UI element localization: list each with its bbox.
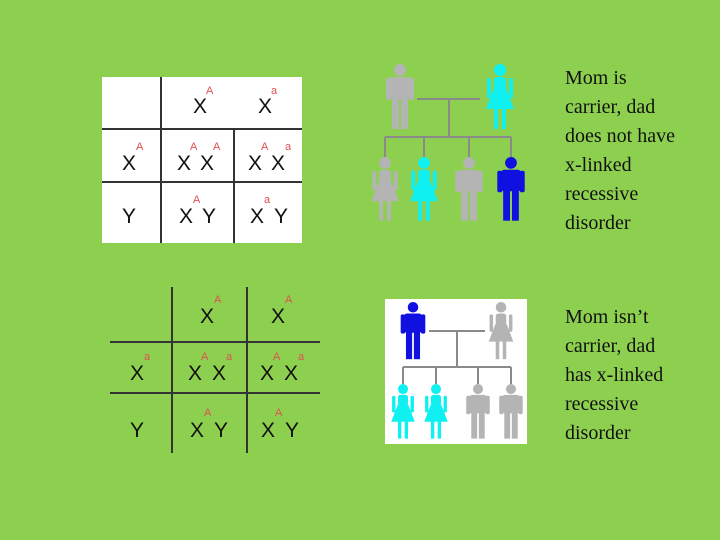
male-unaffected-icon <box>455 157 483 221</box>
cell-2-allele-1: A <box>261 141 269 153</box>
female-carrier-icon <box>486 64 514 129</box>
header-dad-allele: A <box>136 141 144 153</box>
header-top-allele2: A <box>285 294 293 306</box>
male-unaffected-icon <box>466 384 490 439</box>
cell-1-base-1: X <box>188 362 203 385</box>
grid-line <box>160 77 162 243</box>
cell-1-base-2: X <box>200 152 215 175</box>
cell-1-allele-1: A <box>190 141 198 153</box>
pedigree-top <box>365 60 535 230</box>
grid-line <box>110 341 320 343</box>
header-top-x2: X <box>271 305 286 328</box>
punnett-square-bottom: X A X A X a Y X A X a X A X a X A Y X A … <box>110 287 320 453</box>
header-top-allele1: A <box>214 294 222 306</box>
male-unaffected-icon <box>386 64 414 129</box>
caption-top-line: recessive <box>565 183 639 205</box>
caption-top-line: disorder <box>565 212 631 234</box>
grid-line <box>102 128 302 130</box>
male-affected-icon <box>497 157 525 221</box>
cell-2-base-2: X <box>271 152 286 175</box>
cell-1-allele-2: A <box>213 141 221 153</box>
grid-line <box>171 287 173 453</box>
grid-line <box>110 392 320 394</box>
male-affected-icon <box>400 302 426 360</box>
female-carrier-icon <box>391 384 415 439</box>
cell-2-base-1: X <box>260 362 275 385</box>
header-top-x1: X <box>200 305 215 328</box>
cell-4-base-1: X <box>250 205 265 228</box>
caption-bottom-line: recessive <box>565 393 639 415</box>
caption-top-line: Mom is <box>565 67 627 89</box>
cell-1-base-1: X <box>177 152 192 175</box>
cell-4-allele-1: A <box>275 407 283 419</box>
header-mom-x1: X <box>193 95 208 118</box>
cell-3-base-2: Y <box>202 205 217 228</box>
header-mom-allele1: A <box>206 85 214 97</box>
cell-1-base-2: X <box>212 362 227 385</box>
cell-2-allele-2: a <box>285 141 292 153</box>
cell-1-allele-1: A <box>201 351 209 363</box>
caption-top-line: carrier, dad <box>565 96 656 118</box>
caption-bottom-line: disorder <box>565 422 631 444</box>
male-unaffected-icon <box>499 384 523 439</box>
cell-4-base-1: X <box>261 419 276 442</box>
caption-bottom-line: Mom isn’t <box>565 306 649 328</box>
cell-3-base-1: X <box>179 205 194 228</box>
cell-1-allele-2: a <box>226 351 233 363</box>
cell-3-allele-1: A <box>204 407 212 419</box>
female-carrier-icon <box>424 384 448 439</box>
pedigree-bottom-svg <box>391 302 523 439</box>
pedigree-lines <box>402 330 512 384</box>
cell-2-allele-2: a <box>298 351 305 363</box>
header-mom-allele2: a <box>271 85 278 97</box>
caption-bottom: Mom isn’t carrier, dad has x-linked rece… <box>565 303 715 448</box>
caption-top-line: does not have <box>565 125 675 147</box>
cell-2-base-1: X <box>248 152 263 175</box>
cell-4-base-2: Y <box>285 419 300 442</box>
pedigree-top-svg <box>371 64 525 221</box>
pedigree-bottom <box>385 299 527 444</box>
header-left-allele: a <box>144 351 151 363</box>
cell-4-base-2: Y <box>274 205 289 228</box>
cell-3-allele-1: A <box>193 194 201 206</box>
grid-line <box>102 181 302 183</box>
female-unaffected-icon <box>488 302 514 360</box>
cell-2-base-2: X <box>284 362 299 385</box>
header-dad-y: Y <box>122 205 137 228</box>
header-mom-x2: X <box>258 95 273 118</box>
cell-3-base-2: Y <box>214 419 229 442</box>
cell-2-allele-1: A <box>273 351 281 363</box>
caption-top-line: x-linked <box>565 154 632 176</box>
header-dad-x: X <box>122 152 137 175</box>
caption-bottom-line: carrier, dad <box>565 335 656 357</box>
header-left-y: Y <box>130 419 145 442</box>
grid-line <box>246 287 248 453</box>
female-carrier-icon <box>410 157 438 221</box>
cell-3-base-1: X <box>190 419 205 442</box>
pedigree-lines <box>384 98 512 157</box>
grid-line <box>233 128 235 243</box>
cell-4-allele-1: a <box>264 194 271 206</box>
punnett-square-top: X A X a X A Y X A X A X A X a X A Y X a … <box>102 77 302 243</box>
header-left-x: X <box>130 362 145 385</box>
female-unaffected-icon <box>371 157 399 221</box>
caption-bottom-line: has x-linked <box>565 364 664 386</box>
caption-top: Mom is carrier, dad does not have x-link… <box>565 64 715 238</box>
